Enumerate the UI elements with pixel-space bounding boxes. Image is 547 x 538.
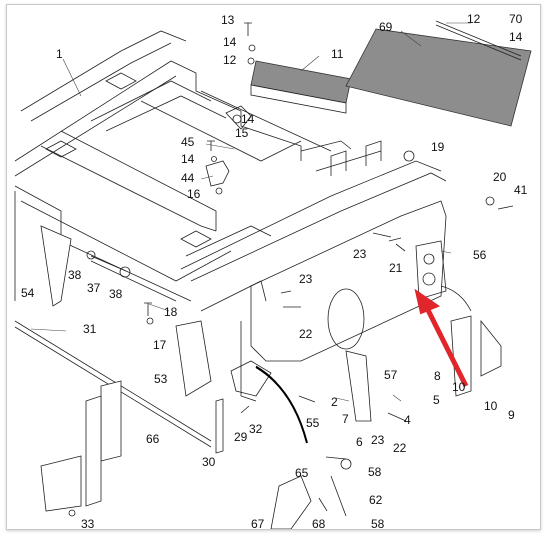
- label-68: 68: [312, 517, 326, 529]
- label-41: 41: [514, 183, 528, 197]
- label-23a: 23: [353, 247, 367, 261]
- label-65: 65: [295, 466, 309, 480]
- label-7: 7: [342, 412, 349, 426]
- label-38a: 38: [68, 268, 82, 282]
- label-16: 16: [187, 187, 201, 201]
- label-56: 56: [473, 248, 487, 262]
- fasteners: [68, 22, 514, 517]
- bracket-2: [345, 350, 372, 422]
- label-14b: 14: [509, 30, 523, 44]
- label-31: 31: [83, 322, 97, 336]
- red-arrow: [414, 288, 469, 388]
- main-frame-assembly: [14, 30, 447, 302]
- label-66: 66: [146, 432, 160, 446]
- label-22a: 22: [299, 327, 313, 341]
- strip-31: [14, 320, 212, 442]
- panel-66: [100, 380, 122, 462]
- label-32: 32: [249, 422, 263, 436]
- label-33: 33: [81, 517, 95, 529]
- bracket-10: [480, 319, 502, 377]
- label-19: 19: [431, 140, 445, 154]
- lower-left-assembly: [40, 455, 82, 512]
- cover-plate-11: [250, 60, 352, 114]
- label-37: 37: [87, 281, 101, 295]
- label-22b: 22: [393, 441, 407, 455]
- label-14a: 14: [223, 35, 237, 49]
- label-14d: 14: [181, 152, 195, 166]
- plate-29: [215, 398, 224, 454]
- label-53: 53: [154, 372, 168, 386]
- bracket-8: [450, 315, 472, 397]
- label-23b: 23: [299, 272, 313, 286]
- label-62: 62: [369, 493, 383, 507]
- label-9: 9: [508, 408, 515, 422]
- label-29: 29: [234, 430, 248, 444]
- arc-cable: [255, 365, 307, 442]
- label-58b: 58: [371, 517, 385, 529]
- label-23c: 23: [371, 433, 385, 447]
- label-54: 54: [21, 286, 35, 300]
- label-14c: 14: [241, 112, 255, 126]
- label-21: 21: [389, 261, 403, 275]
- label-8: 8: [434, 369, 441, 383]
- bracket-53: [175, 320, 212, 397]
- label-57: 57: [384, 368, 398, 382]
- label-69: 69: [379, 20, 393, 34]
- label-45: 45: [181, 135, 195, 149]
- label-2: 2: [331, 395, 338, 409]
- label-11: 11: [331, 47, 344, 61]
- label-30: 30: [202, 455, 216, 469]
- label-38b: 38: [109, 287, 123, 301]
- label-1: 1: [56, 47, 63, 61]
- label-15: 15: [235, 126, 249, 140]
- label-12a: 12: [223, 53, 237, 67]
- cover-plate-69: [345, 28, 532, 127]
- label-5: 5: [433, 393, 440, 407]
- label-67: 67: [251, 517, 265, 529]
- label-6: 6: [356, 435, 363, 449]
- label-10a: 10: [452, 380, 466, 394]
- label-13: 13: [221, 13, 235, 27]
- leader-lines: [30, 22, 471, 402]
- side-plate: [200, 200, 447, 402]
- label-20: 20: [493, 170, 507, 184]
- label-10b: 10: [484, 399, 498, 413]
- label-55: 55: [306, 416, 320, 430]
- label-12b: 12: [467, 12, 481, 26]
- label-44: 44: [181, 171, 195, 185]
- label-58a: 58: [368, 465, 382, 479]
- bracket-54: [40, 225, 72, 307]
- part-labels: 1 2 4 5 6 7 8 9 10 10 11 12 12 13 14 14 …: [21, 12, 528, 529]
- label-70: 70: [509, 12, 523, 26]
- label-4: 4: [404, 413, 411, 427]
- label-17: 17: [153, 338, 167, 352]
- exploded-parts-diagram: 1 2 4 5 6 7 8 9 10 10 11 12 12 13 14 14 …: [14, 12, 532, 529]
- diagram-frame: 1 2 4 5 6 7 8 9 10 10 11 12 12 13 14 14 …: [6, 4, 541, 530]
- strip-bar-12: [435, 20, 522, 57]
- plate-67: [270, 475, 312, 529]
- label-18: 18: [164, 305, 178, 319]
